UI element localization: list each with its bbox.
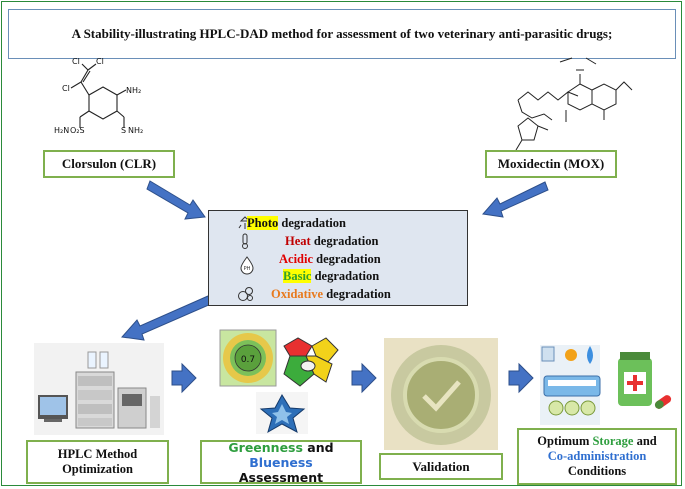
hplc-instrument-illustration [34,343,164,435]
atom-h2n: H₂N [54,126,69,135]
coadministration-word: Co-administration [547,449,647,463]
arrow-degradation-to-hplc [121,295,212,341]
ph-drop-icon: PH [240,256,254,275]
basic-degradation-row: Basic degradation [283,269,379,284]
acidic-suffix: degradation [313,252,381,266]
atom-nh2-right: NH₂ [128,126,143,135]
oxidative-degradation-row: Oxidative degradation [271,287,391,302]
degradation-box: Photo degradation Heat degradation PH Ac… [208,210,468,306]
arrow-green-to-validation [351,362,377,394]
validation-badge [384,338,498,450]
hplc-line-1: HPLC Method [57,447,138,461]
heat-degradation-row: Heat degradation [285,234,378,249]
atom-o2s: O₂S [70,126,85,135]
atom-cl-1: Cl [72,57,80,66]
clorsulon-name: Clorsulon (CLR) [61,156,157,171]
conditions-box: Optimum Storage and Co-administration Co… [517,428,677,485]
oxidative-suffix: degradation [323,287,391,301]
photo-label: Photo [247,216,279,230]
atom-s: S [121,126,126,135]
moxidectin-label-box: Moxidectin (MOX) [485,150,617,178]
photo-degradation-row: Photo degradation [247,216,346,231]
blueness-word: Blueness [249,454,313,470]
greenness-blueness-line: Greenness and Blueness [202,440,360,470]
agree-score: 0.7 [241,355,255,365]
title-box: A Stability-illustrating HPLC-DAD method… [8,9,676,59]
photo-suffix: degradation [278,216,346,230]
greenness-word: Greenness [228,439,303,455]
storage-word: Storage [592,434,634,448]
svg-text:PH: PH [244,266,251,272]
storage-illustration [540,345,672,425]
assessment-word: Assessment [238,469,324,485]
heat-label: Heat [285,234,311,248]
moxidectin-name: Moxidectin (MOX) [497,156,605,171]
atom-nh2: NH₂ [126,86,141,95]
validation-label: Validation [412,458,470,474]
hplc-line-2: Optimization [62,462,133,476]
clorsulon-structure [70,63,127,128]
basic-label: Basic [283,269,312,283]
acidic-degradation-row: Acidic degradation [279,252,381,267]
conditions-line-1: Optimum Storage and [537,434,656,449]
atom-cl-2: Cl [96,57,104,66]
optimum-word: Optimum [537,434,593,448]
validation-box: Validation [379,453,503,480]
arrow-clr-to-degradation [146,180,206,220]
page-title: A Stability-illustrating HPLC-DAD method… [71,26,613,41]
gapi-pictogram [283,337,339,387]
arrow-hplc-to-green [171,362,197,394]
moxidectin-structure [515,57,633,151]
oxidation-bubbles-icon [238,287,253,301]
oxidative-label: Oxidative [271,287,324,301]
and-word: and [302,439,334,455]
clorsulon-atoms: Cl Cl Cl NH₂ H₂N O₂S S NH₂ [54,57,143,135]
clorsulon-label-box: Clorsulon (CLR) [43,150,175,178]
basic-suffix: degradation [311,269,380,283]
arrow-mox-to-degradation [482,181,549,218]
agree-pictogram: 0.7 [219,329,277,387]
thermometer-icon [242,233,248,249]
arrow-validation-to-conditions [508,362,534,394]
heat-suffix: degradation [310,234,379,248]
acidic-label: Acidic [279,252,314,266]
cond-and-word: and [633,434,657,448]
hplc-optimization-box: HPLC Method Optimization [26,440,169,484]
bagi-pictogram [256,392,308,434]
atom-cl-3: Cl [62,84,70,93]
conditions-word: Conditions [567,464,627,478]
greenness-blueness-box: Greenness and Blueness Assessment [200,440,362,485]
arrows [121,180,549,394]
